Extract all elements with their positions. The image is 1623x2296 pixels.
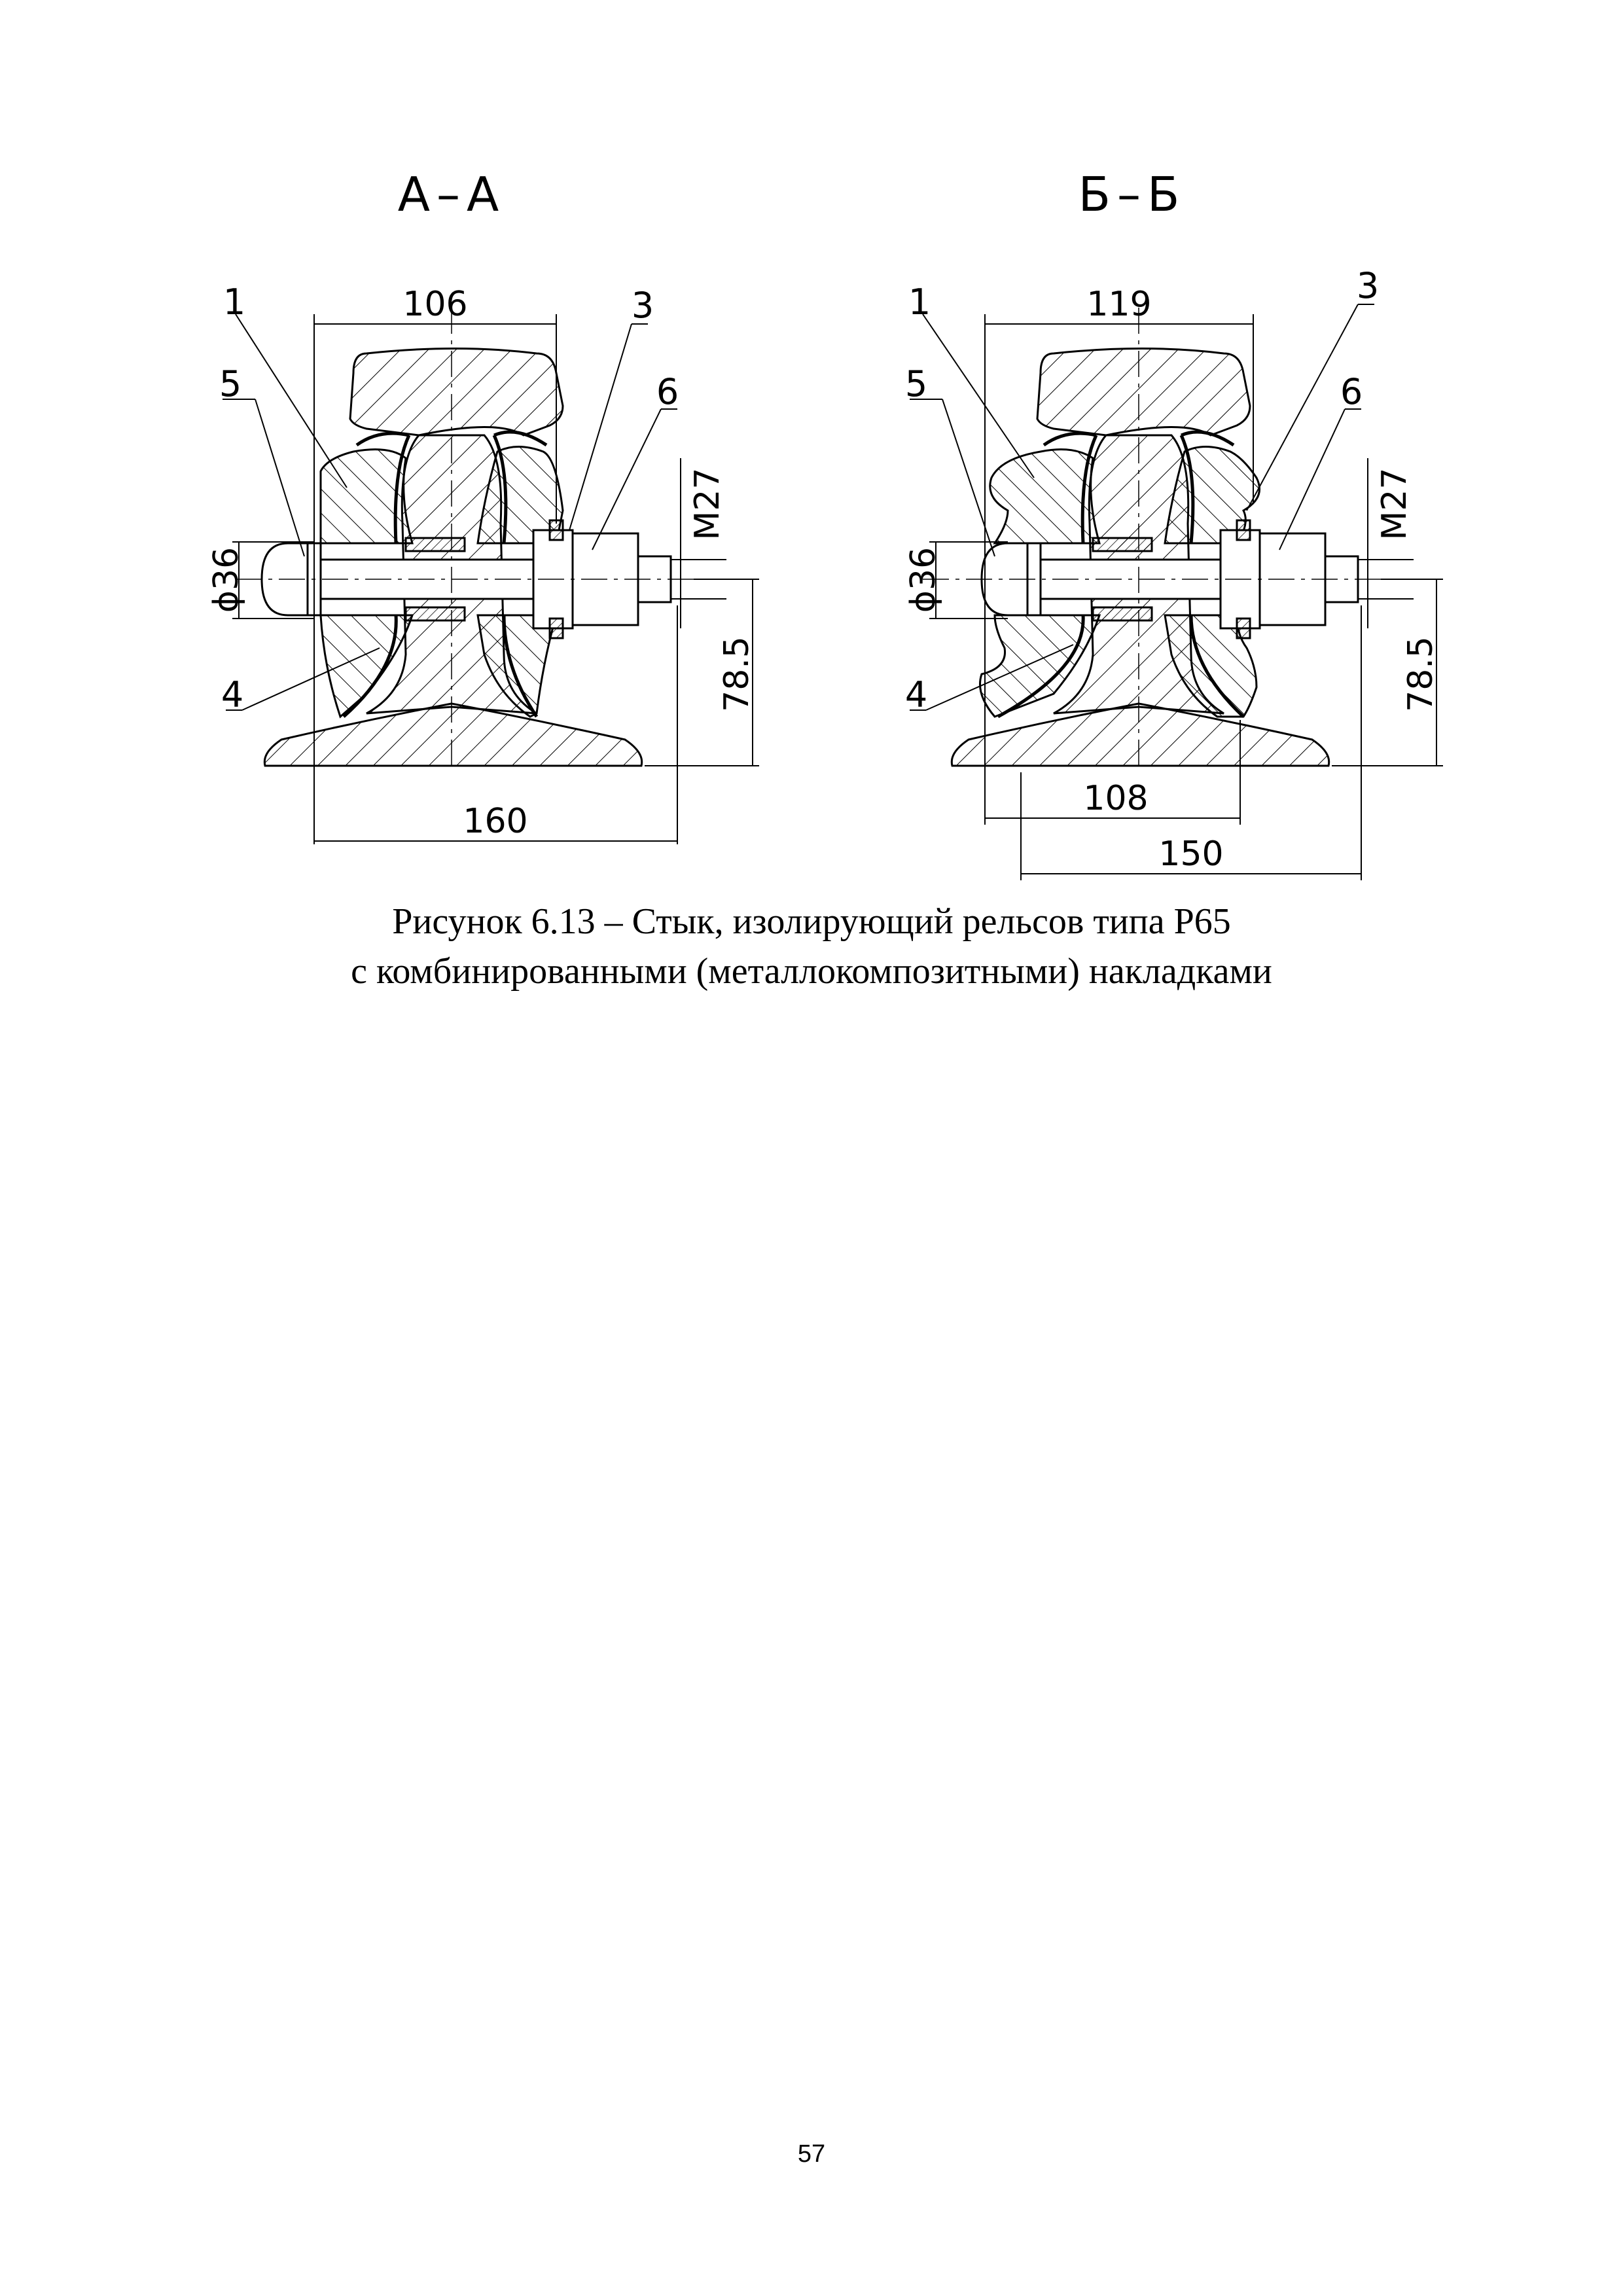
- dim-78-5-a: 78.5: [717, 636, 757, 712]
- label-6-b: 6: [1340, 371, 1363, 412]
- dim-119: 119: [1086, 285, 1151, 324]
- label-4-b: 4: [905, 674, 927, 715]
- section-a-title: А–А: [398, 167, 506, 222]
- dim-160: 160: [463, 802, 527, 841]
- figure-caption-line-2: с комбинированными (металлокомпозитными)…: [351, 951, 1272, 992]
- joint-bar-right-lower-a: [476, 614, 558, 718]
- dim-m27: M27: [688, 467, 727, 540]
- technical-drawing: А–А: [207, 167, 1443, 880]
- joint-bar-left-lower-a: [319, 614, 414, 719]
- dim-108: 108: [1083, 779, 1148, 818]
- rail-base-a: [263, 702, 643, 767]
- page-number: 57: [797, 2140, 826, 2168]
- figure-caption-line-1: Рисунок 6.13 – Стык, изолирующий рельсов…: [392, 901, 1231, 942]
- dim-150: 150: [1158, 834, 1223, 874]
- label-6-a: 6: [656, 371, 679, 412]
- label-5-b: 5: [905, 363, 927, 404]
- label-4-a: 4: [221, 674, 243, 715]
- section-a-drawing: А–А: [207, 167, 759, 844]
- label-1-b: 1: [908, 281, 931, 323]
- dim-m27-b: M27: [1375, 467, 1414, 540]
- label-3-a: 3: [632, 285, 654, 326]
- rail-base-b: [950, 702, 1330, 767]
- section-b-title: Б–Б: [1079, 167, 1186, 222]
- label-1-a: 1: [223, 281, 245, 323]
- rail-head-a: [349, 348, 564, 437]
- dim-phi36: ϕ36: [207, 547, 246, 613]
- section-b-drawing: Б–Б: [904, 167, 1443, 880]
- joint-bar-left-lower-b: [979, 614, 1101, 718]
- joint-bar-right-upper-a: [476, 446, 564, 545]
- dim-78-5-b: 78.5: [1401, 636, 1440, 712]
- label-3-b: 3: [1357, 265, 1379, 306]
- joint-bar-right-lower-b: [1164, 614, 1258, 718]
- rail-head-b: [1036, 348, 1251, 437]
- joint-bar-left-upper-a: [319, 448, 414, 545]
- dim-phi36-b: ϕ36: [904, 547, 943, 613]
- figure: А–А: [0, 0, 1623, 916]
- dim-106: 106: [402, 285, 467, 324]
- label-5-a: 5: [219, 363, 241, 404]
